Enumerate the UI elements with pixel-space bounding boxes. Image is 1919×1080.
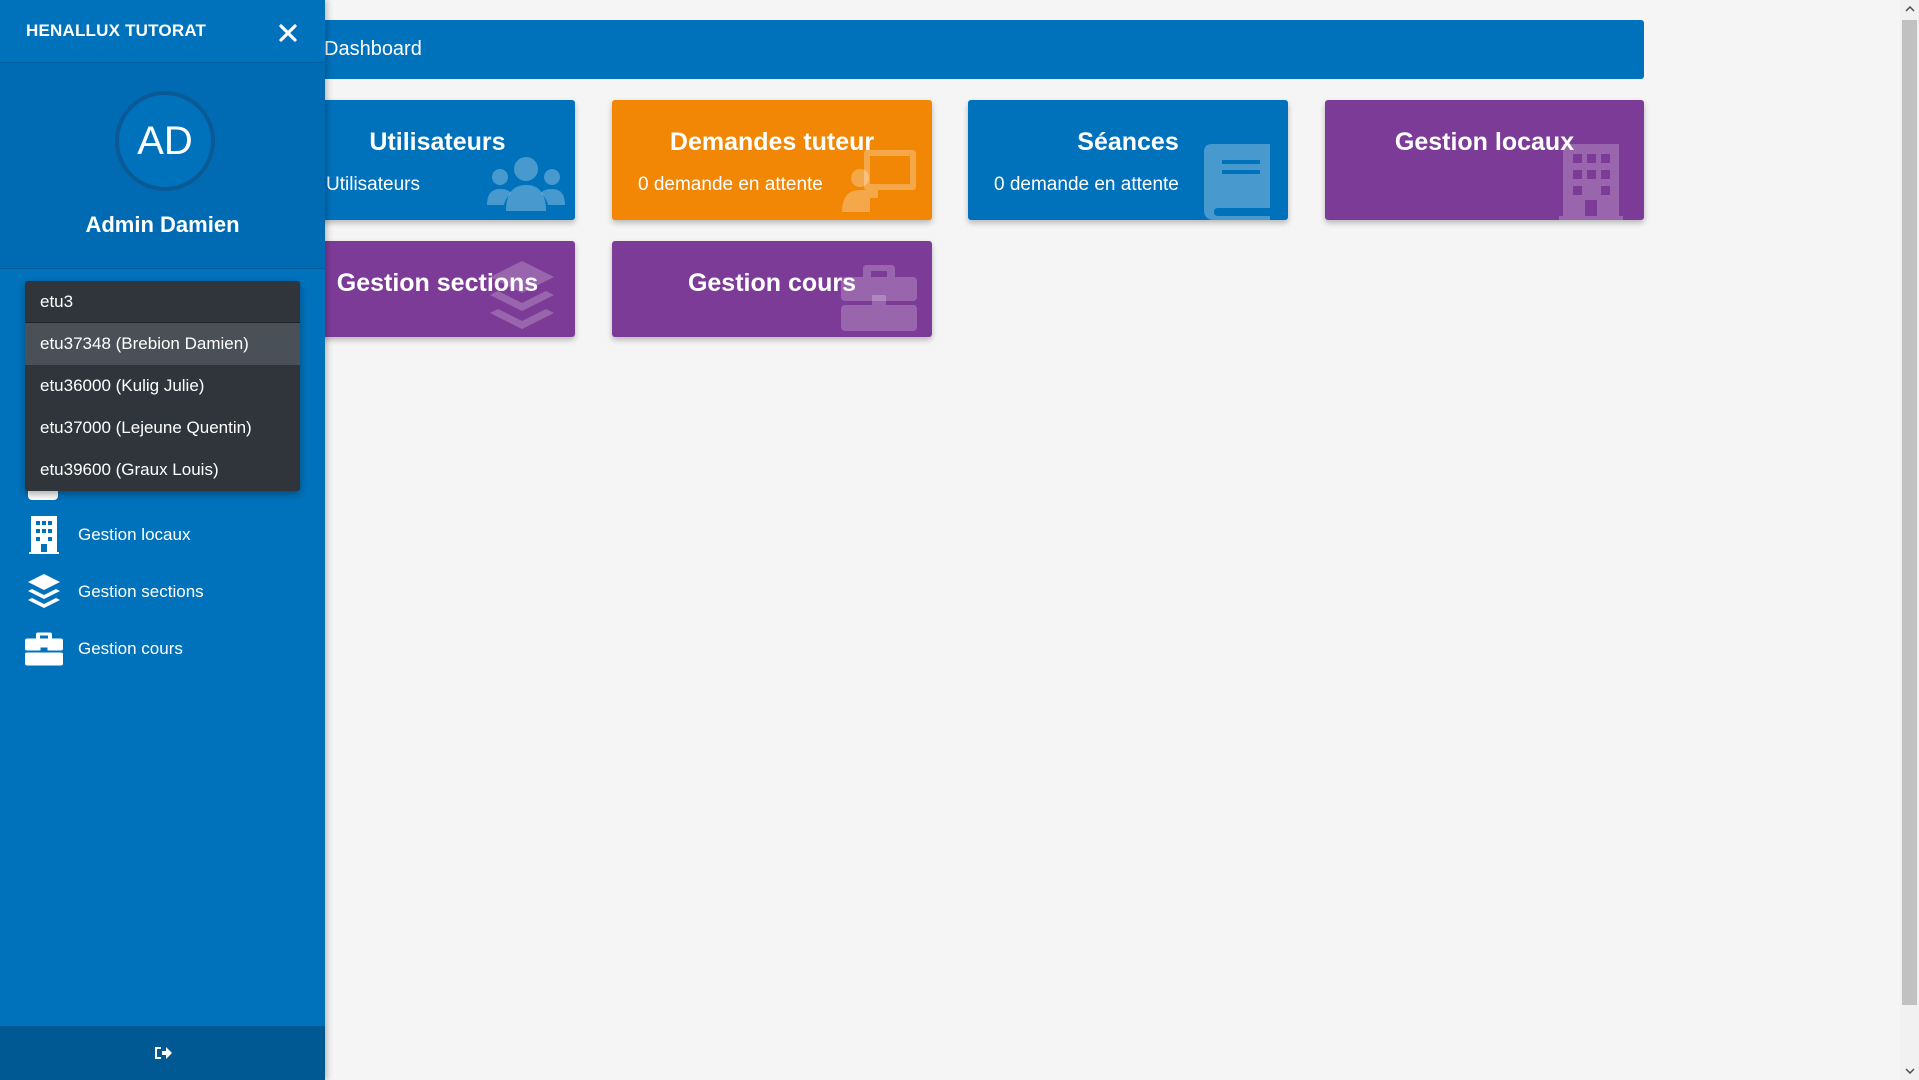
close-icon[interactable] — [277, 22, 299, 44]
brand-title: HENALLUX TUTORAT — [26, 21, 207, 40]
username: Admin Damien — [85, 212, 240, 237]
building-icon — [1559, 144, 1623, 220]
sidebar-item-rooms[interactable]: Gestion locaux — [24, 512, 304, 558]
autocomplete-option[interactable]: etu36000 (Kulig Julie) — [40, 376, 205, 395]
card-tutor-requests-subtitle: 0 demande en attente — [638, 174, 823, 195]
user-search-input[interactable] — [25, 281, 300, 323]
card-sections-title: Gestion sections — [336, 269, 539, 297]
book-icon — [1204, 144, 1270, 220]
card-sessions[interactable]: Séances 0 demande en attente — [968, 100, 1288, 220]
sidebar-item-label: Gestion locaux — [78, 525, 191, 544]
sidebar-item-sections[interactable]: Gestion sections — [24, 569, 304, 615]
card-courses[interactable]: Gestion cours — [612, 241, 932, 337]
users-icon — [487, 157, 565, 211]
card-rooms[interactable]: Gestion locaux — [1325, 100, 1644, 220]
sidebar: HENALLUX TUTORAT AD Admin Damien Gestion… — [0, 0, 325, 1080]
scroll-down-icon[interactable] — [1900, 1062, 1919, 1080]
sidebar-footer — [0, 1026, 325, 1080]
card-users[interactable]: Utilisateurs Utilisateurs — [300, 100, 575, 220]
sidebar-item-label: Gestion sections — [78, 582, 204, 601]
card-tutor-requests-title: Demandes tuteur — [669, 128, 875, 156]
sidebar-item-courses[interactable]: Gestion cours — [24, 626, 304, 672]
chalkboard-teacher-icon — [842, 150, 916, 212]
card-sessions-subtitle: 0 demande en attente — [994, 174, 1179, 195]
layers-icon — [490, 261, 554, 329]
card-sections[interactable]: Gestion sections — [300, 241, 575, 337]
briefcase-icon — [24, 629, 64, 669]
card-rooms-title: Gestion locaux — [1394, 128, 1575, 156]
avatar-initials: AD — [137, 118, 193, 163]
card-users-subtitle: Utilisateurs — [326, 174, 420, 195]
building-icon — [24, 515, 64, 555]
scroll-up-icon[interactable] — [1900, 0, 1919, 18]
card-courses-title: Gestion cours — [687, 269, 857, 297]
autocomplete-option[interactable]: etu37000 (Lejeune Quentin) — [40, 418, 252, 437]
sidebar-item-label: Gestion cours — [78, 639, 183, 658]
card-sessions-title: Séances — [1077, 128, 1179, 156]
card-tutor-requests[interactable]: Demandes tuteur 0 demande en attente — [612, 100, 932, 220]
dashboard-header: Dashboard — [300, 20, 1644, 79]
page-scrollbar[interactable] — [1900, 0, 1919, 1080]
page-title: Dashboard — [324, 38, 422, 60]
autocomplete-option[interactable]: etu39600 (Graux Louis) — [40, 460, 219, 479]
autocomplete-option[interactable]: etu37348 (Brebion Damien) — [25, 323, 300, 365]
briefcase-icon — [841, 265, 917, 331]
sidebar-header: HENALLUX TUTORAT — [0, 0, 325, 63]
scroll-thumb[interactable] — [1902, 20, 1917, 1005]
avatar: AD — [115, 91, 215, 191]
layers-icon — [24, 572, 64, 612]
user-search-autocomplete: etu37348 (Brebion Damien) etu36000 (Kuli… — [25, 281, 300, 491]
card-users-title: Utilisateurs — [369, 128, 506, 156]
logout-icon[interactable] — [154, 1045, 172, 1061]
